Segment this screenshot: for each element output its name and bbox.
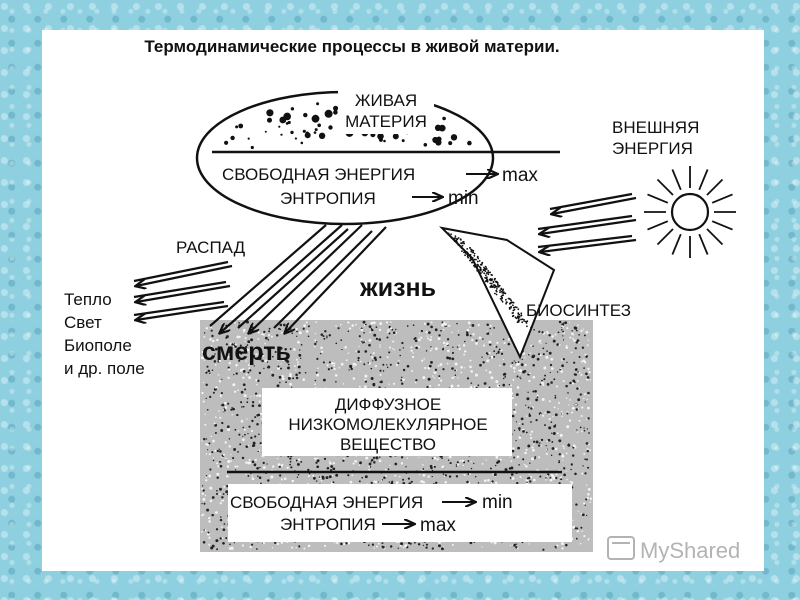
thermodynamics-diagram: Термодинамические процессы в живой матер… bbox=[64, 37, 740, 563]
diagram-title: Термодинамические процессы в живой матер… bbox=[144, 37, 559, 56]
living-title-panel bbox=[338, 86, 434, 134]
external-energy-arrows bbox=[538, 192, 637, 252]
external-line-2: ЭНЕРГИЯ bbox=[612, 139, 693, 158]
death-arrows bbox=[209, 224, 387, 333]
life-label: жизнь bbox=[359, 274, 436, 302]
output-biofield: Биополе bbox=[64, 336, 132, 355]
watermark-logo: MyShared bbox=[607, 536, 740, 563]
biosynthesis-arrow bbox=[439, 226, 556, 360]
living-energy-value: max bbox=[502, 165, 538, 186]
watermark-text: MyShared bbox=[640, 538, 740, 563]
output-heat: Тепло bbox=[64, 290, 112, 309]
slide: Термодинамические процессы в живой матер… bbox=[42, 30, 764, 571]
living-entropy-label: ЭНТРОПИЯ bbox=[280, 189, 376, 208]
living-line-2: МАТЕРИЯ bbox=[345, 112, 427, 131]
diffuse-energy-value: min bbox=[482, 492, 513, 513]
diffuse-entropy-label: ЭНТРОПИЯ bbox=[280, 515, 376, 534]
biosynthesis-arrow-stipple bbox=[447, 232, 533, 329]
sun-icon bbox=[644, 166, 736, 258]
death-label: смерть bbox=[202, 338, 291, 366]
diffuse-line-1: ДИФФУЗНОЕ bbox=[335, 395, 441, 414]
diffuse-title-panel bbox=[262, 388, 512, 456]
decay-arrows bbox=[134, 260, 233, 320]
living-entropy-value: min bbox=[448, 188, 479, 209]
diffuse-line-3: ВЕЩЕСТВО bbox=[340, 435, 436, 454]
diffuse-values-panel bbox=[228, 484, 572, 542]
diffuse-entropy-value: max bbox=[420, 515, 456, 536]
diffuse-energy-label: СВОБОДНАЯ ЭНЕРГИЯ bbox=[230, 493, 423, 512]
diffuse-line-2: НИЗКОМОЛЕКУЛЯРНОЕ bbox=[288, 415, 487, 434]
output-light: Свет bbox=[64, 313, 102, 332]
living-line-1: ЖИВАЯ bbox=[355, 91, 417, 110]
biosynthesis-label: БИОСИНТЕЗ bbox=[526, 301, 631, 320]
living-energy-label: СВОБОДНАЯ ЭНЕРГИЯ bbox=[222, 165, 415, 184]
output-other-fields: и др. поле bbox=[64, 359, 145, 378]
external-line-1: ВНЕШНЯЯ bbox=[612, 118, 699, 137]
decay-label: РАСПАД bbox=[176, 238, 246, 257]
